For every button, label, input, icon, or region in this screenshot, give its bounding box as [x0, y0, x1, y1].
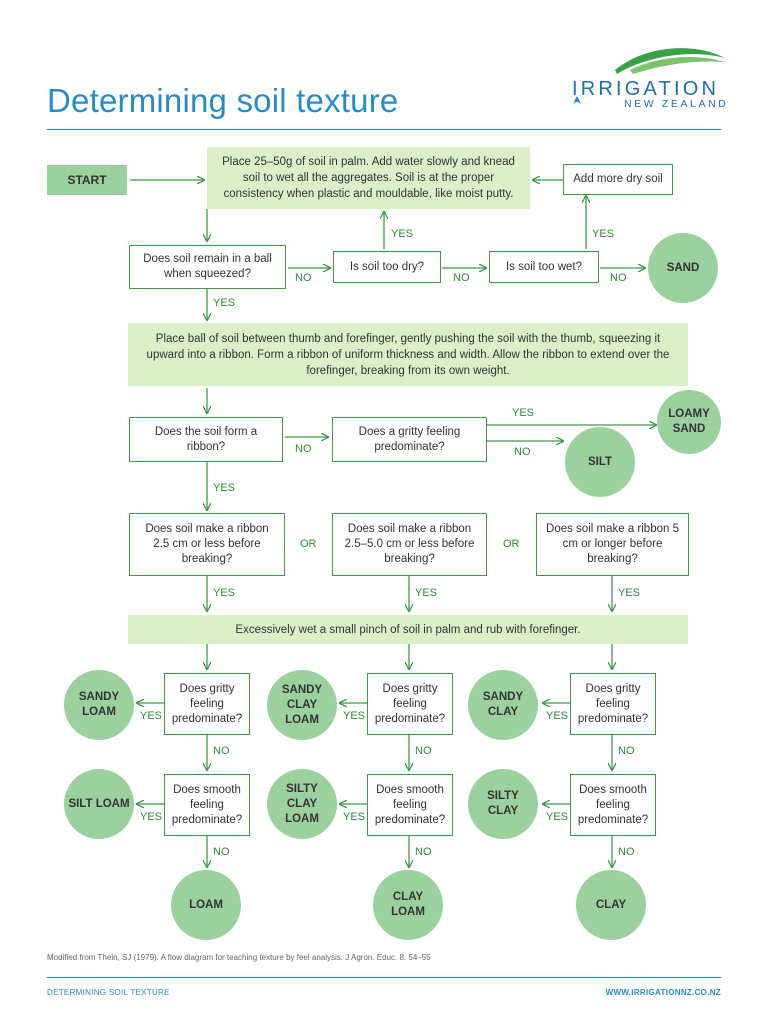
label-no-gritty-col1: NO [213, 745, 230, 757]
label-yes-r1: YES [213, 587, 236, 599]
label-yes-ball: YES [213, 297, 236, 309]
question-form-ribbon: Does the soil form a ribbon? [129, 417, 283, 462]
label-no-smooth-col2: NO [415, 846, 432, 858]
result-loamy-sand: LOAMY SAND [657, 390, 721, 454]
label-yes-r3: YES [618, 587, 641, 599]
label-yes-smooth-col1: YES [140, 811, 163, 823]
label-yes-smooth-col3: YES [546, 811, 569, 823]
question-gritty-col2: Does gritty feeling predominate? [367, 673, 453, 735]
result-silt: SILT [565, 427, 635, 497]
logo-wordmark: IRRIGATION [572, 78, 720, 100]
question-too-dry: Is soil too dry? [333, 251, 441, 283]
question-ball: Does soil remain in a ball when squeezed… [129, 245, 286, 289]
label-yes-gritty-col3: YES [546, 710, 569, 722]
label-no-gritty-main: NO [514, 446, 531, 458]
instruction-palm: Place 25–50g of soil in palm. Add water … [207, 147, 530, 209]
question-smooth-col1: Does smooth feeling predominate? [164, 774, 250, 836]
label-no-too-dry: NO [453, 272, 470, 284]
label-or-1: OR [300, 538, 317, 550]
label-no-gritty-col3: NO [618, 745, 635, 757]
result-clay-loam: CLAY LOAM [373, 870, 443, 940]
label-yes-gritty-main: YES [512, 407, 535, 419]
question-gritty-col3: Does gritty feeling predominate? [570, 673, 656, 735]
question-smooth-col2: Does smooth feeling predominate? [367, 774, 453, 836]
logo-subtitle: NEW ZEALAND [624, 98, 729, 110]
question-gritty-col1: Does gritty feeling predominate? [164, 673, 250, 735]
instruction-ribbon: Place ball of soil between thumb and for… [128, 323, 688, 386]
page-title: Determining soil texture [47, 82, 399, 119]
citation-footnote: Modified from Thein, SJ (1979). A flow d… [47, 953, 431, 962]
question-ribbon-short: Does soil make a ribbon 2.5 cm or less b… [129, 513, 285, 576]
label-or-2: OR [503, 538, 520, 550]
label-no-form-ribbon: NO [295, 443, 312, 455]
result-sand: SAND [648, 233, 718, 303]
start-node: START [47, 165, 127, 195]
header-divider [47, 129, 721, 130]
label-yes-form-ribbon: YES [213, 482, 236, 494]
footer-divider [47, 977, 721, 978]
result-sandy-clay: SANDY CLAY [468, 670, 538, 740]
label-yes-r2: YES [415, 587, 438, 599]
label-no-too-wet: NO [610, 272, 627, 284]
result-silty-clay: SILTY CLAY [468, 769, 538, 839]
result-silt-loam: SILT LOAM [64, 769, 134, 839]
result-sandy-loam: SANDY LOAM [64, 670, 134, 740]
irrigation-logo-icon [573, 48, 725, 106]
question-ribbon-medium: Does soil make a ribbon 2.5–5.0 cm or le… [332, 513, 487, 576]
question-smooth-col3: Does smooth feeling predominate? [570, 774, 656, 836]
label-no-ball: NO [295, 272, 312, 284]
label-no-smooth-col3: NO [618, 846, 635, 858]
result-silty-clay-loam: SILTY CLAY LOAM [267, 769, 337, 839]
question-ribbon-long: Does soil make a ribbon 5 cm or longer b… [536, 513, 689, 576]
label-yes-too-dry: YES [391, 228, 414, 240]
question-too-wet: Is soil too wet? [489, 251, 599, 283]
label-no-gritty-col2: NO [415, 745, 432, 757]
label-yes-too-wet: YES [592, 228, 615, 240]
label-yes-smooth-col2: YES [343, 811, 366, 823]
result-loam: LOAM [171, 870, 241, 940]
footer-title: DETERMINING SOIL TEXTURE [47, 988, 170, 997]
question-gritty-predominate: Does a gritty feeling predominate? [332, 417, 487, 462]
label-no-smooth-col1: NO [213, 846, 230, 858]
result-sandy-clay-loam: SANDY CLAY LOAM [267, 670, 337, 740]
label-yes-gritty-col2: YES [343, 710, 366, 722]
footer-website-link[interactable]: WWW.IRRIGATIONNZ.CO.NZ [605, 988, 721, 997]
result-clay: CLAY [576, 870, 646, 940]
label-yes-gritty-col1: YES [140, 710, 163, 722]
instruction-wet: Excessively wet a small pinch of soil in… [128, 615, 688, 644]
question-add-dry-soil: Add more dry soil [563, 164, 673, 195]
